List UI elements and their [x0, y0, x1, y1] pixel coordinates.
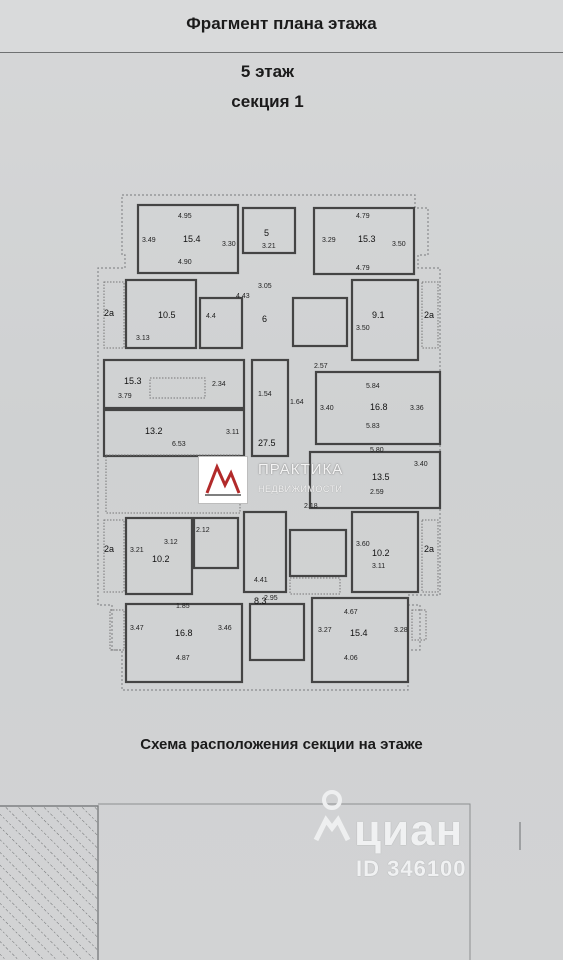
praktika-logo-icon — [198, 456, 248, 504]
section-outline — [0, 805, 99, 960]
section-label: секция 1 — [231, 92, 304, 111]
outer-boundary — [97, 194, 441, 691]
misc-label: 4.4 — [206, 313, 216, 320]
agency-subtitle-watermark: НЕДВИЖИМОСТИ — [258, 484, 343, 494]
misc-label: 1.64 — [290, 399, 304, 406]
balcony-label: 2а — [104, 308, 114, 318]
cian-logo-watermark: циан — [354, 806, 464, 855]
balcony-labels: 2а 2а 2а 2а — [104, 308, 434, 554]
cian-id-watermark: ID 346100 — [356, 856, 467, 881]
dimension-label: 4.67 — [344, 609, 358, 616]
dimension-label: 1.85 — [176, 603, 190, 610]
misc-label: 2.18 — [304, 503, 318, 510]
dimension-label: 3.50 — [356, 325, 370, 332]
area-label: 10.5 — [158, 310, 176, 320]
dimension-label: 4.79 — [356, 213, 370, 220]
dimension-label: 3.11 — [372, 563, 385, 570]
area-label: 10.2 — [152, 554, 170, 564]
dimension-label: 3.05 — [258, 283, 272, 290]
area-label: 13.2 — [145, 426, 163, 436]
area-label: 9.1 — [372, 310, 385, 320]
area-label: 16.8 — [370, 402, 388, 412]
page-title: Фрагмент плана этажа — [186, 14, 377, 33]
dimension-label: 3.47 — [130, 625, 144, 632]
dimension-label: 4.43 — [236, 293, 250, 300]
walls — [102, 203, 442, 684]
area-label: 10.2 — [372, 548, 390, 558]
dimension-label: 3.40 — [320, 405, 334, 412]
dimension-label: 5.84 — [366, 383, 380, 390]
area-label: 16.8 — [175, 628, 193, 638]
room-areas: 15.4 5 15.3 10.5 6 9.1 15.3 16.8 13.2 27… — [124, 228, 390, 638]
dimension-label: 3.60 — [356, 541, 370, 548]
dimension-label: 3.50 — [392, 241, 406, 248]
dimension-label: 3.13 — [136, 335, 150, 342]
area-label: 27.5 — [258, 438, 276, 448]
balcony-label: 2а — [424, 310, 434, 320]
dimension-label: 4.95 — [178, 213, 192, 220]
area-label: 15.4 — [350, 628, 368, 638]
dimension-label: 5.80 — [370, 447, 384, 454]
dimension-label: 4.90 — [178, 259, 192, 266]
floor-label: 5 этаж — [240, 62, 295, 81]
dimension-label: 4.87 — [176, 655, 190, 662]
dimension-label: 2.59 — [370, 489, 384, 496]
dimension-label: 3.11 — [226, 429, 239, 436]
dimension-label: 2.95 — [264, 595, 278, 602]
scheme-caption: Схема расположения секции на этаже — [140, 736, 423, 753]
dimension-label: 3.12 — [164, 539, 178, 546]
dimension-label: 3.79 — [118, 393, 132, 400]
area-label: 8.3 — [254, 596, 267, 606]
dimension-label: 4.06 — [344, 655, 358, 662]
hatched-section — [0, 806, 98, 960]
dimension-label: 2.57 — [314, 363, 328, 370]
dimension-label: 3.49 — [142, 237, 156, 244]
area-label: 15.3 — [358, 234, 376, 244]
balcony-label: 2а — [424, 544, 434, 554]
area-label: 13.5 — [372, 472, 390, 482]
dimension-label: 3.21 — [130, 547, 144, 554]
scheme-boundary — [98, 803, 471, 960]
floor-plan-drawing: 15.4 5 15.3 10.5 6 9.1 15.3 16.8 13.2 27… — [97, 194, 442, 691]
title-band — [0, 0, 563, 53]
agency-name-watermark: ПРАКТИКА — [258, 461, 344, 478]
dimension-label: 3.30 — [222, 241, 236, 248]
room-dimensions: 4.95 3.49 3.30 4.90 3.21 4.79 3.29 3.50 … — [118, 213, 428, 662]
dimension-label: 1.54 — [258, 391, 272, 398]
map-pin-icon — [312, 788, 352, 849]
area-label: 15.3 — [124, 376, 142, 386]
area-label: 6 — [262, 314, 267, 324]
dimension-label: 3.40 — [414, 461, 428, 468]
dimension-label: 6.53 — [172, 441, 186, 448]
dimension-label: 5.83 — [366, 423, 380, 430]
dimension-label: 3.28 — [394, 627, 408, 634]
dimension-label: 4.41 — [254, 577, 268, 584]
area-label: 5 — [264, 228, 269, 238]
dimension-label: 4.79 — [356, 265, 370, 272]
dimension-label: 2.34 — [212, 381, 226, 388]
balcony-label: 2а — [104, 544, 114, 554]
area-label: 15.4 — [183, 234, 201, 244]
misc-label: 2.12 — [196, 527, 210, 534]
dimension-label: 3.21 — [262, 243, 276, 250]
dimension-label: 3.46 — [218, 625, 232, 632]
dimension-label: 3.29 — [322, 237, 336, 244]
dimension-label: 3.36 — [410, 405, 424, 412]
dimension-label: 3.27 — [318, 627, 332, 634]
misc-labels: 2.18 1.64 2.12 4.4 — [196, 313, 318, 534]
